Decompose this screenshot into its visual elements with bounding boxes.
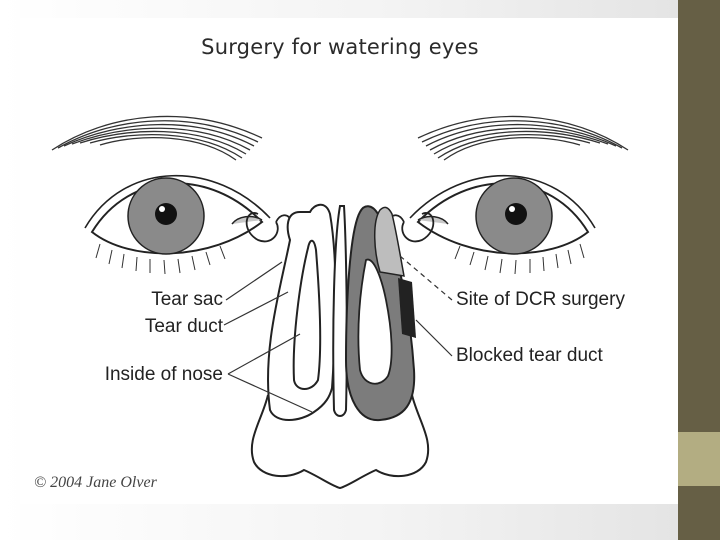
diagram-title: Surgery for watering eyes — [201, 35, 479, 59]
right-eye — [409, 174, 596, 275]
copyright-credit: © 2004 Jane Olver — [34, 474, 157, 491]
left-nasal-cavity — [267, 203, 337, 421]
label-inside-of-nose: Inside of nose — [104, 364, 223, 385]
nasal-septum — [332, 205, 348, 417]
left-eye — [84, 174, 271, 275]
blockage-marker — [398, 278, 416, 338]
side-bar-accent — [678, 432, 720, 486]
right-eyebrow — [417, 115, 629, 161]
label-blocked-tear-duct: Blocked tear duct — [456, 345, 603, 366]
nose-outline — [250, 394, 430, 490]
label-site-of-dcr-surgery: Site of DCR surgery — [456, 289, 625, 310]
label-tear-duct: Tear duct — [144, 316, 223, 337]
leader-lines — [223, 255, 453, 413]
label-tear-sac: Tear sac — [151, 289, 223, 310]
left-eyebrow — [51, 115, 263, 161]
right-nasal-cavity — [344, 205, 416, 422]
slide-canvas — [20, 18, 678, 504]
